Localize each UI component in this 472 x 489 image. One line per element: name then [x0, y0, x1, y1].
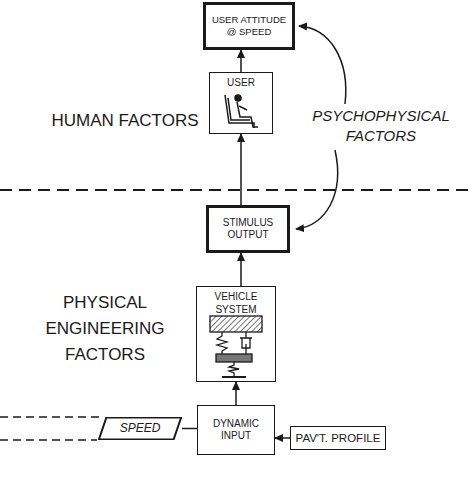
vehicle-model-icon [210, 316, 262, 377]
connector-arrow [240, 50, 242, 72]
dashed-line [0, 439, 97, 441]
region-label: PSYCHOPHYSICAL FACTORS [296, 106, 466, 146]
connector-arrow [235, 382, 237, 405]
node-text: SPEED [120, 421, 161, 436]
node-text: STIMULUS OUTPUT [213, 217, 283, 242]
region-label: HUMAN FACTORS [40, 110, 210, 132]
result-box: USER ATTITUDE @ SPEED [203, 2, 295, 50]
connector-arrow [275, 437, 290, 439]
input-box: DYNAMIC INPUT [197, 405, 275, 455]
stimulus-box: STIMULUS OUTPUT [206, 205, 290, 253]
leader-arrow [299, 26, 346, 104]
vehicle-box: VEHICLE SYSTEM [196, 286, 276, 382]
connector-arrow [240, 253, 242, 286]
profile-box: PAV'T. PROFILE [290, 426, 386, 450]
dashed-line [0, 416, 102, 418]
connector-arrow [240, 134, 242, 205]
leader-arrow [296, 150, 338, 229]
user-box: USER [209, 72, 273, 134]
divider-line [0, 189, 472, 191]
speed-parallelogram: SPEED [98, 417, 182, 440]
connector-arrow [182, 428, 197, 430]
node-text: DYNAMIC INPUT [202, 418, 270, 443]
node-text: VEHICLE SYSTEM [201, 291, 271, 316]
seated-user-icon [225, 95, 258, 128]
region-label: PHYSICAL ENGINEERING FACTORS [20, 290, 190, 368]
node-text: USER ATTITUDE @ SPEED [210, 14, 288, 38]
node-text: PAV'T. PROFILE [296, 431, 381, 445]
node-text: USER [227, 77, 255, 90]
